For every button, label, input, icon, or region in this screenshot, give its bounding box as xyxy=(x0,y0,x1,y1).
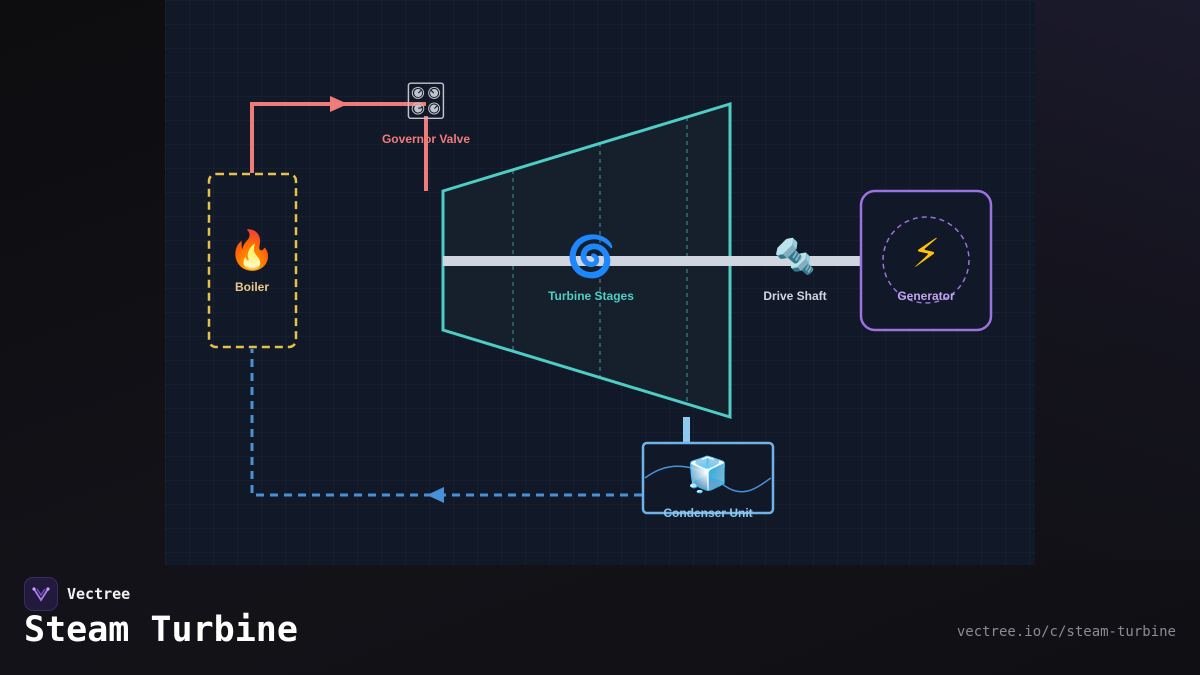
steam-pipe-boiler-to-valve xyxy=(250,102,426,173)
ice-cube-icon: 🧊 xyxy=(686,455,730,495)
condenser-box[interactable] xyxy=(641,441,775,515)
drive-shaft-bar[interactable] xyxy=(443,256,861,266)
lightning-icon: ⚡ xyxy=(911,231,941,277)
brand[interactable]: Vectree xyxy=(24,577,130,611)
generator-rotor-ring xyxy=(882,216,970,304)
page-title: Steam Turbine xyxy=(24,610,298,650)
condenser-coil xyxy=(644,465,772,493)
return-pipe-condenser-to-boiler xyxy=(250,349,642,497)
steam-flow-arrow xyxy=(330,96,348,112)
turbine-stages-label: Turbine Stages xyxy=(548,289,634,303)
boiler-label: Boiler xyxy=(234,280,270,294)
return-flow-arrow xyxy=(427,487,444,503)
nut-and-bolt-icon: 🔩 xyxy=(773,237,817,277)
governor-valve-label: Governor Valve xyxy=(381,132,471,146)
control-knobs-icon: 🎛 xyxy=(403,81,449,122)
diagram-canvas: 🔥 🎛 🌀 🔩 ⚡ 🧊 Boiler Governor Valve Turbin… xyxy=(165,0,1035,565)
diagram-svg xyxy=(207,96,993,515)
generator-box[interactable] xyxy=(859,189,993,332)
condenser-unit-label: Condenser Unit xyxy=(663,506,753,520)
brand-name: Vectree xyxy=(67,585,131,603)
page-url[interactable]: vectree.io/c/steam-turbine xyxy=(956,624,1176,640)
fire-icon: 🔥 xyxy=(228,228,276,272)
generator-label: Generator xyxy=(897,289,955,303)
vectree-logo-icon xyxy=(24,577,58,611)
exhaust-pipe xyxy=(683,417,690,443)
cyclone-icon: 🌀 xyxy=(566,234,616,280)
boiler-box[interactable] xyxy=(207,172,298,349)
drive-shaft-label: Drive Shaft xyxy=(763,289,827,303)
